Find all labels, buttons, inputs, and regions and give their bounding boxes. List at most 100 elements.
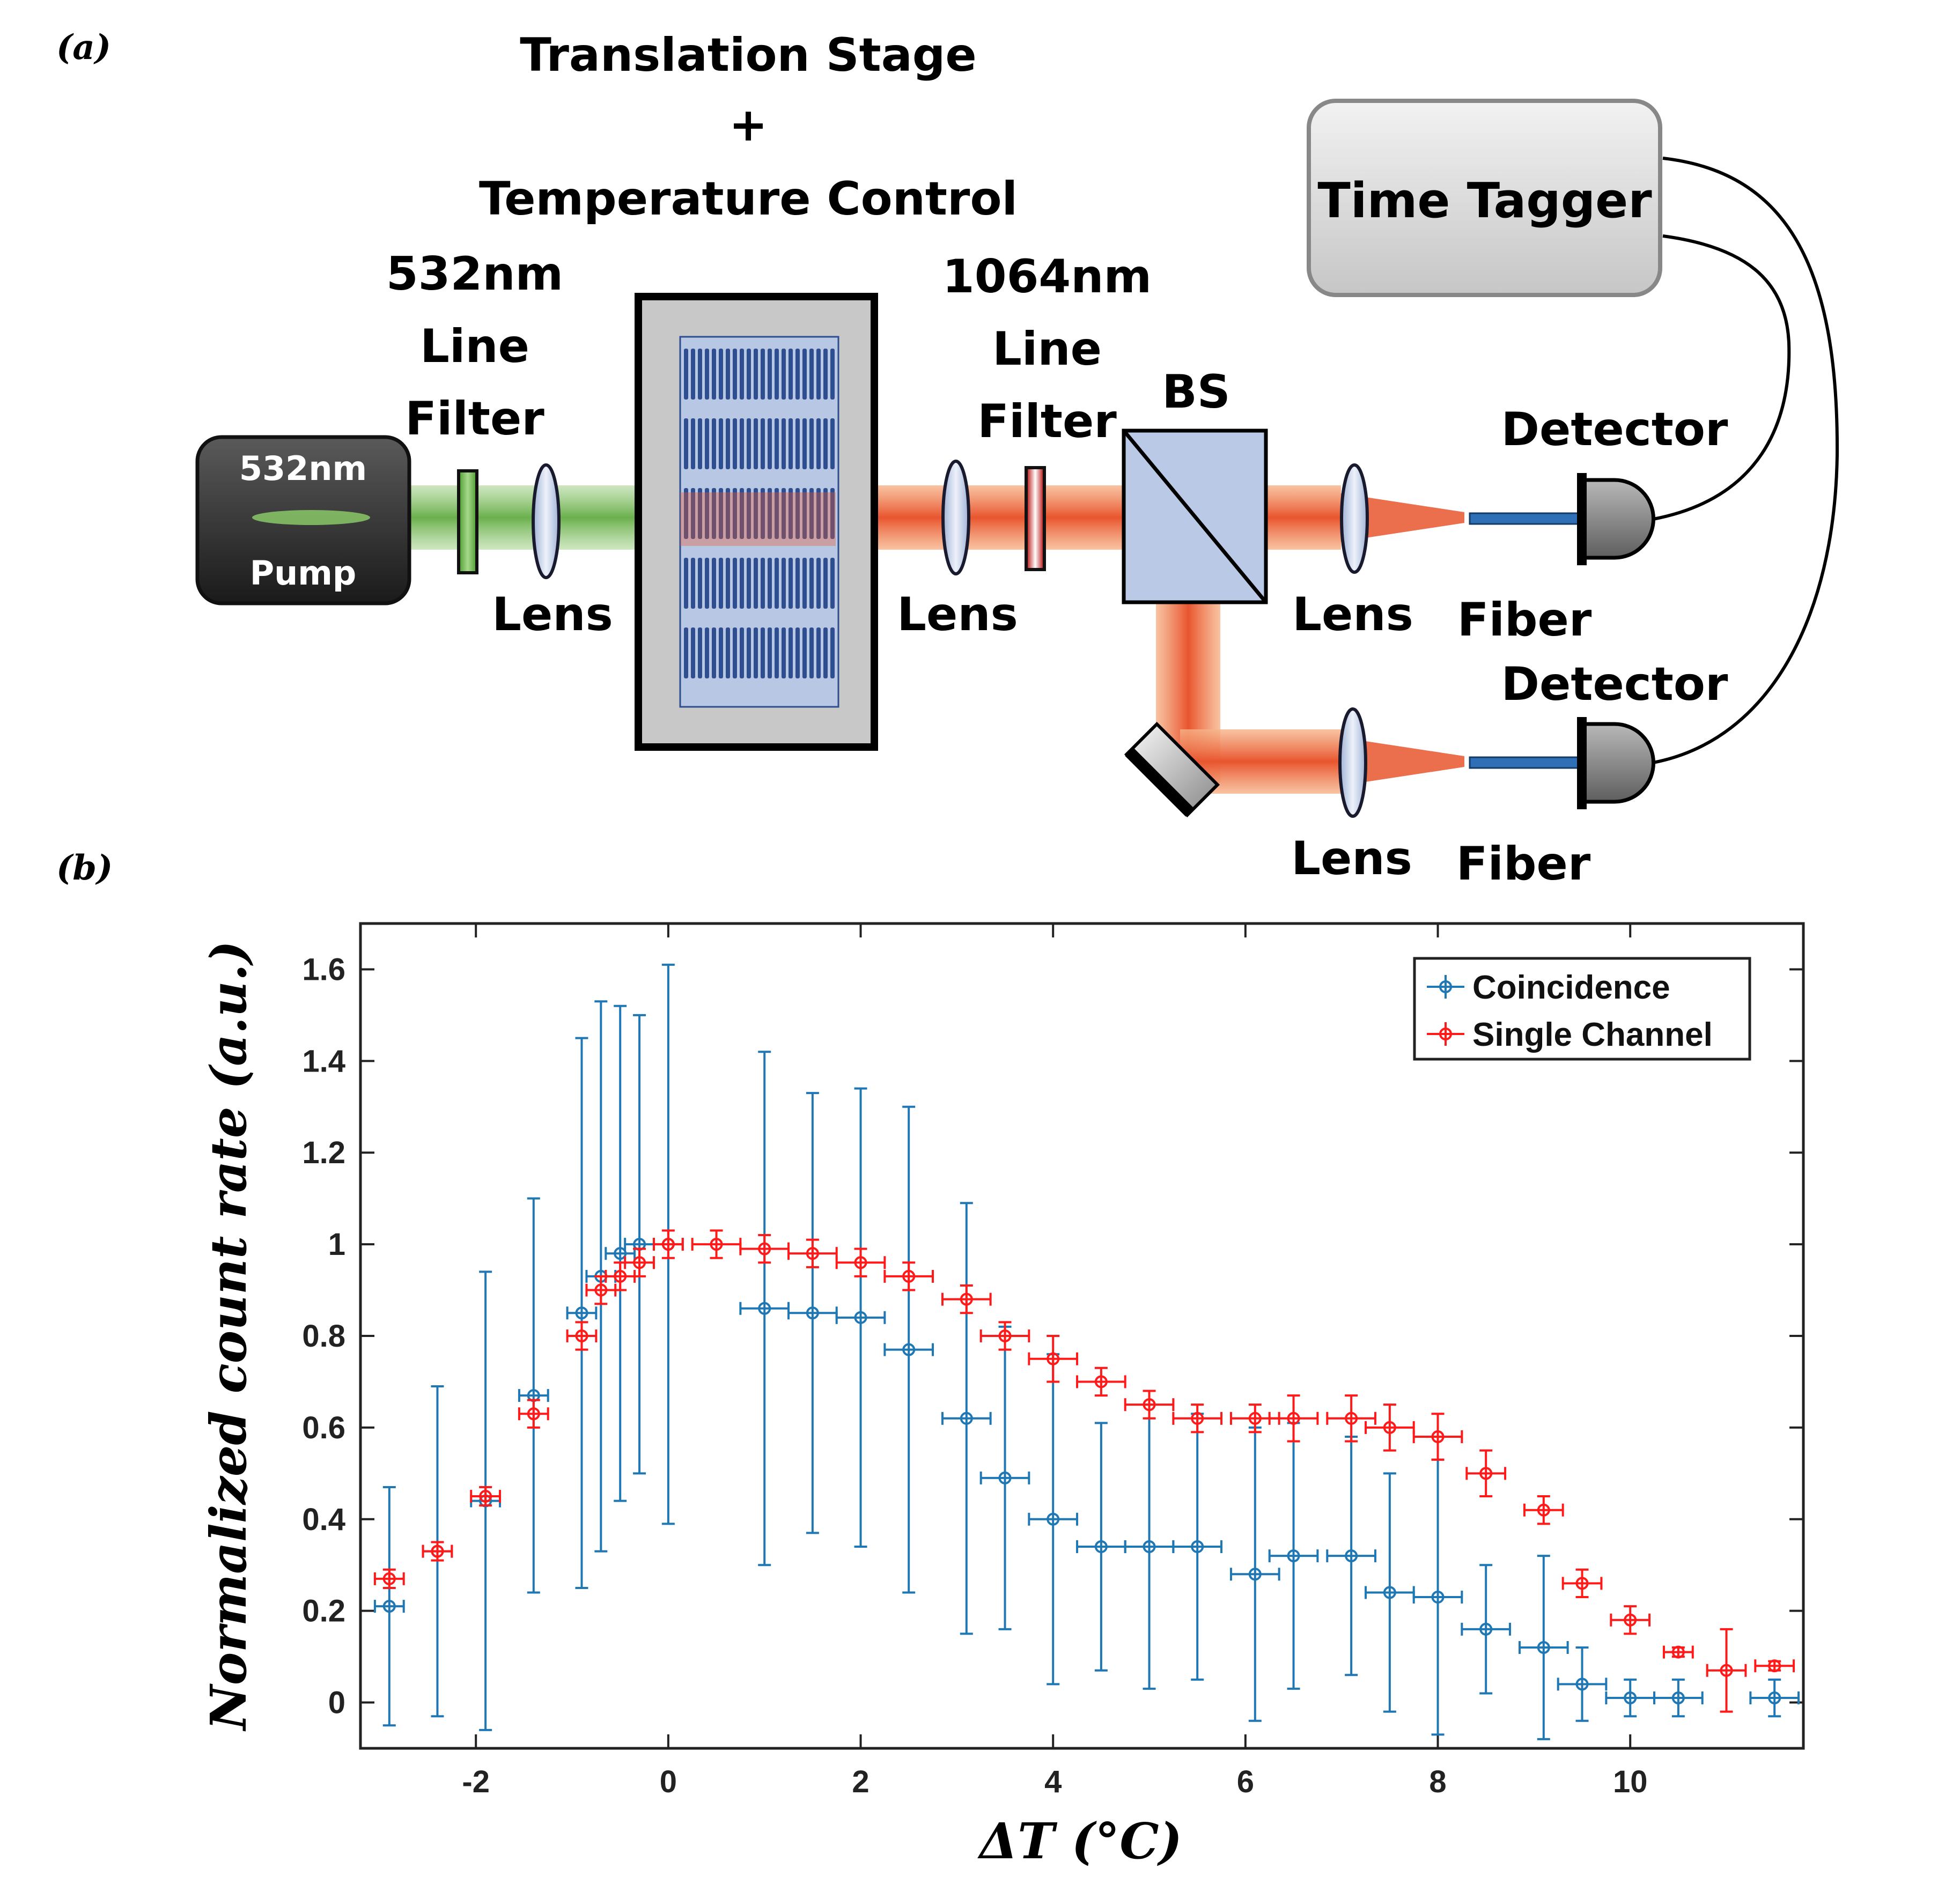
marker [1624, 1691, 1637, 1705]
marker [998, 1329, 1012, 1342]
crystal-channel [782, 488, 786, 539]
data-point [1326, 1435, 1376, 1676]
y-tick-label: 0.8 [302, 1319, 345, 1354]
marker [382, 1572, 396, 1585]
lens-3 [1340, 463, 1369, 574]
crystal-channel [816, 558, 821, 609]
marker [1431, 1430, 1445, 1443]
marker [1143, 1540, 1156, 1554]
detector1-label: Detector [1501, 403, 1728, 456]
crystal-channel [733, 488, 737, 539]
crystal-channel [761, 349, 765, 400]
crystal-channel [726, 349, 730, 400]
y-tick-label: 1.6 [302, 952, 345, 987]
detector-2 [1577, 717, 1655, 809]
marker [1671, 1691, 1685, 1705]
crystal-channel [795, 418, 800, 469]
crystal-channel [754, 488, 758, 539]
crystal-channel [740, 627, 744, 678]
marker [575, 1329, 588, 1342]
data-point [1124, 1390, 1175, 1420]
marker [1248, 1568, 1262, 1581]
marker [661, 1238, 675, 1251]
crystal-channel [747, 558, 751, 609]
crystal-channel [795, 558, 800, 609]
data-point [1412, 1413, 1463, 1461]
marker [1287, 1412, 1300, 1425]
filter532-line2: Line [420, 320, 529, 373]
legend-marker [1439, 980, 1452, 993]
crystal-channel [726, 418, 730, 469]
marker [1047, 1352, 1060, 1365]
marker [806, 1247, 819, 1260]
filter-1064 [1025, 466, 1046, 571]
x-axis-label: ΔT (°C) [977, 1812, 1182, 1870]
crystal-channel [802, 488, 807, 539]
crystal-channel [775, 558, 779, 609]
data-point [605, 1004, 636, 1502]
y-tick-label: 0.4 [302, 1502, 345, 1537]
series-single-channel [373, 1229, 1795, 1713]
crystal-channel [747, 349, 751, 400]
x-tick-label: 8 [1429, 1764, 1446, 1799]
data-point [1076, 1366, 1126, 1397]
crystal-channel [691, 627, 695, 678]
marker [1094, 1540, 1108, 1554]
marker [1624, 1613, 1637, 1627]
crystal-channel [782, 418, 786, 469]
data-point [1610, 1605, 1651, 1635]
crystal-channel [684, 558, 688, 609]
crystal-channel [830, 627, 835, 678]
crystal-channel [754, 418, 758, 469]
x-tick-label: 6 [1237, 1764, 1254, 1799]
y-axis-label: Normalized count rate (a.u.) [200, 941, 257, 1732]
filter1064-line1: 1064nm [942, 250, 1152, 304]
data-point [941, 1284, 992, 1314]
beam-splitter-diagonal [1122, 429, 1268, 604]
data-point [422, 1541, 453, 1562]
data-point [1653, 1678, 1704, 1718]
crystal-channel [761, 488, 765, 539]
y-tick-label: 0.2 [302, 1594, 345, 1629]
crystal-channel [719, 349, 723, 400]
crystal-channel [768, 418, 772, 469]
data-point [1365, 1403, 1415, 1452]
crystal-channel [747, 488, 751, 539]
crystal-channel [733, 349, 737, 400]
marker [854, 1256, 867, 1269]
data-point [373, 1486, 405, 1727]
marker [1143, 1398, 1156, 1412]
data-point [1172, 1403, 1223, 1434]
data-point [566, 1321, 598, 1351]
setup-diagram: (a) Translation Stage + Temperature Cont… [56, 27, 1839, 891]
crystal-channel [768, 558, 772, 609]
crystal-channel [802, 627, 807, 678]
crystal-channel [705, 627, 709, 678]
crystal-channel [705, 558, 709, 609]
crystal-channel [740, 349, 744, 400]
pump-glow [252, 510, 370, 525]
crystal-channel [726, 558, 730, 609]
crystal-channel [705, 349, 709, 400]
data-point [835, 1247, 886, 1277]
marker [575, 1306, 588, 1320]
marker [1537, 1641, 1550, 1654]
marker [1537, 1503, 1550, 1517]
data-point [835, 1087, 886, 1548]
detector-1 [1577, 473, 1655, 565]
lens-2 [941, 460, 970, 575]
x-tick-label: 4 [1044, 1764, 1062, 1799]
crystal-channel [795, 488, 800, 539]
data-point [1749, 1678, 1800, 1718]
crystal-channel [823, 627, 828, 678]
x-tick-label: 2 [852, 1764, 869, 1799]
stage-title-line2: + [729, 98, 768, 152]
marker [1248, 1412, 1262, 1425]
crystal-channel [747, 418, 751, 469]
marker [960, 1292, 973, 1306]
crystal-channel [754, 349, 758, 400]
marker [1768, 1659, 1781, 1673]
crystal-channel [782, 349, 786, 400]
